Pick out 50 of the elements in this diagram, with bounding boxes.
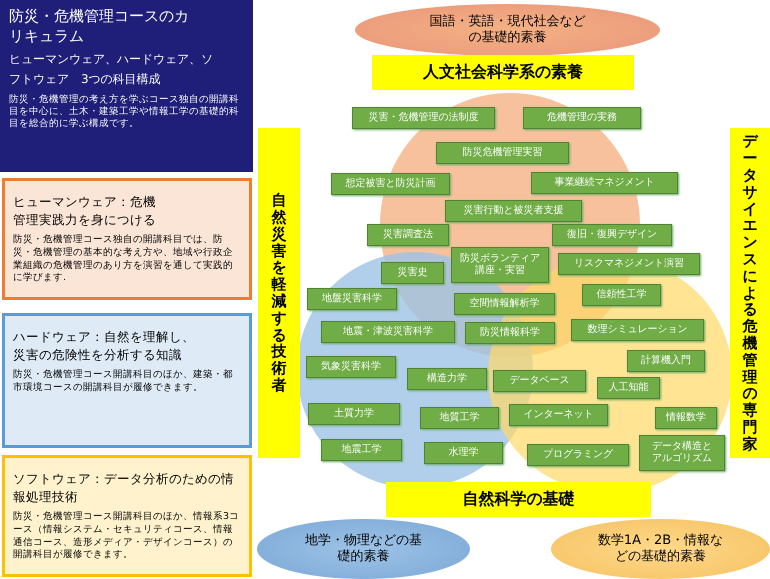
category-banner: 人文社会科学系の素養 bbox=[372, 55, 634, 90]
course-box: 想定被害と防災計画 bbox=[331, 173, 450, 195]
panel-title: 防災・危機管理コースのカリキュラム bbox=[9, 7, 190, 46]
panel-text: 防災・危機管理コース独自の開講科目では、防災・危機管理の基本的な考え方や、地域や行政企業組織の危機管理のあり方を演習を通して実践的に学びます. bbox=[13, 234, 234, 286]
info-panel bbox=[2, 178, 252, 300]
course-box: 災害史 bbox=[381, 262, 444, 284]
category-banner: データサイエンスによる危機管理の専門家 bbox=[730, 128, 770, 458]
panel-heading: ソフトウェア：データ分析のための情報処理技術 bbox=[13, 470, 235, 505]
course-box: 地盤災害科学 bbox=[307, 288, 397, 310]
course-box: 気象災害科学 bbox=[306, 356, 396, 378]
category-banner: 自然災害を軽減する技術者 bbox=[258, 128, 300, 458]
course-box: データ構造とアルゴリズム bbox=[639, 435, 725, 471]
course-box: 計算機入門 bbox=[627, 350, 705, 372]
course-box: 土質力学 bbox=[308, 403, 400, 425]
course-box: リスクマネジメント演習 bbox=[558, 253, 700, 275]
course-box: 水理学 bbox=[424, 442, 503, 464]
oval-label: 国語・英語・現代社会などの基礎的素養 bbox=[355, 4, 660, 56]
panel-heading: ハードウェア：自然を理解し、災害の危険性を分析する知識 bbox=[13, 328, 196, 363]
course-box: 空間情報解析学 bbox=[454, 293, 555, 315]
course-box: インターネット bbox=[509, 404, 608, 426]
course-box: 災害行動と被災者支援 bbox=[445, 200, 582, 222]
course-box: 防災危機管理実習 bbox=[436, 142, 569, 164]
oval-label: 数学1A・2B・情報などの基礎的素養 bbox=[551, 519, 770, 579]
course-box: データベース bbox=[493, 370, 586, 392]
course-box: 信頼性工学 bbox=[582, 284, 661, 306]
course-box: プログラミング bbox=[527, 444, 629, 466]
course-box: 防災情報科学 bbox=[465, 322, 555, 344]
course-box: 地震工学 bbox=[321, 439, 402, 461]
info-panel bbox=[0, 0, 253, 172]
info-panel bbox=[2, 455, 252, 577]
panel-heading: ヒューマンウェア：危機管理実践力を身につける bbox=[13, 193, 157, 228]
oval-label: 地学・物理などの基礎的素養 bbox=[257, 519, 470, 579]
panel-text: 防災・危機管理コース開講科目のほか、建築・都市環境コースの開講科目が履修できます。 bbox=[13, 369, 234, 395]
course-box: 情報数学 bbox=[655, 407, 717, 429]
course-box: 復旧・復興デザイン bbox=[552, 224, 672, 246]
info-panel bbox=[2, 313, 252, 448]
category-banner: 自然科学の基礎 bbox=[386, 482, 651, 517]
panel-text: 防災・危機管理の考え方を学ぶコース独自の開講科目を中心に、土木・建築工学や情報工学の基礎的科目を総合的に学ぶ構成です。 bbox=[9, 94, 240, 131]
course-box: 危機管理の実務 bbox=[523, 107, 641, 129]
course-box: 防災ボランティア講座・実習 bbox=[451, 247, 549, 283]
course-box: 数理シミュレーション bbox=[571, 319, 704, 341]
course-box: 事業継続マネジメント bbox=[531, 172, 678, 194]
course-box: 人工知能 bbox=[597, 377, 660, 399]
course-box: 地震・津波災害科学 bbox=[321, 321, 455, 343]
panel-text: 防災・危機管理コース開講科目のほか、情報系3コース（情報システム・セキュリティコース、情報通信コース、造形メディア・デザインコース）の開講科目が履修できます。 bbox=[13, 511, 240, 562]
course-box: 災害調査法 bbox=[367, 224, 449, 246]
course-box: 構造力学 bbox=[407, 368, 487, 390]
panel-subtitle: ヒューマンウェア、ハードウェア、ソフトウェア 3つの科目構成 bbox=[9, 51, 214, 88]
course-box: 災害・危機管理の法制度 bbox=[352, 107, 495, 129]
course-box: 地質工学 bbox=[420, 407, 499, 429]
